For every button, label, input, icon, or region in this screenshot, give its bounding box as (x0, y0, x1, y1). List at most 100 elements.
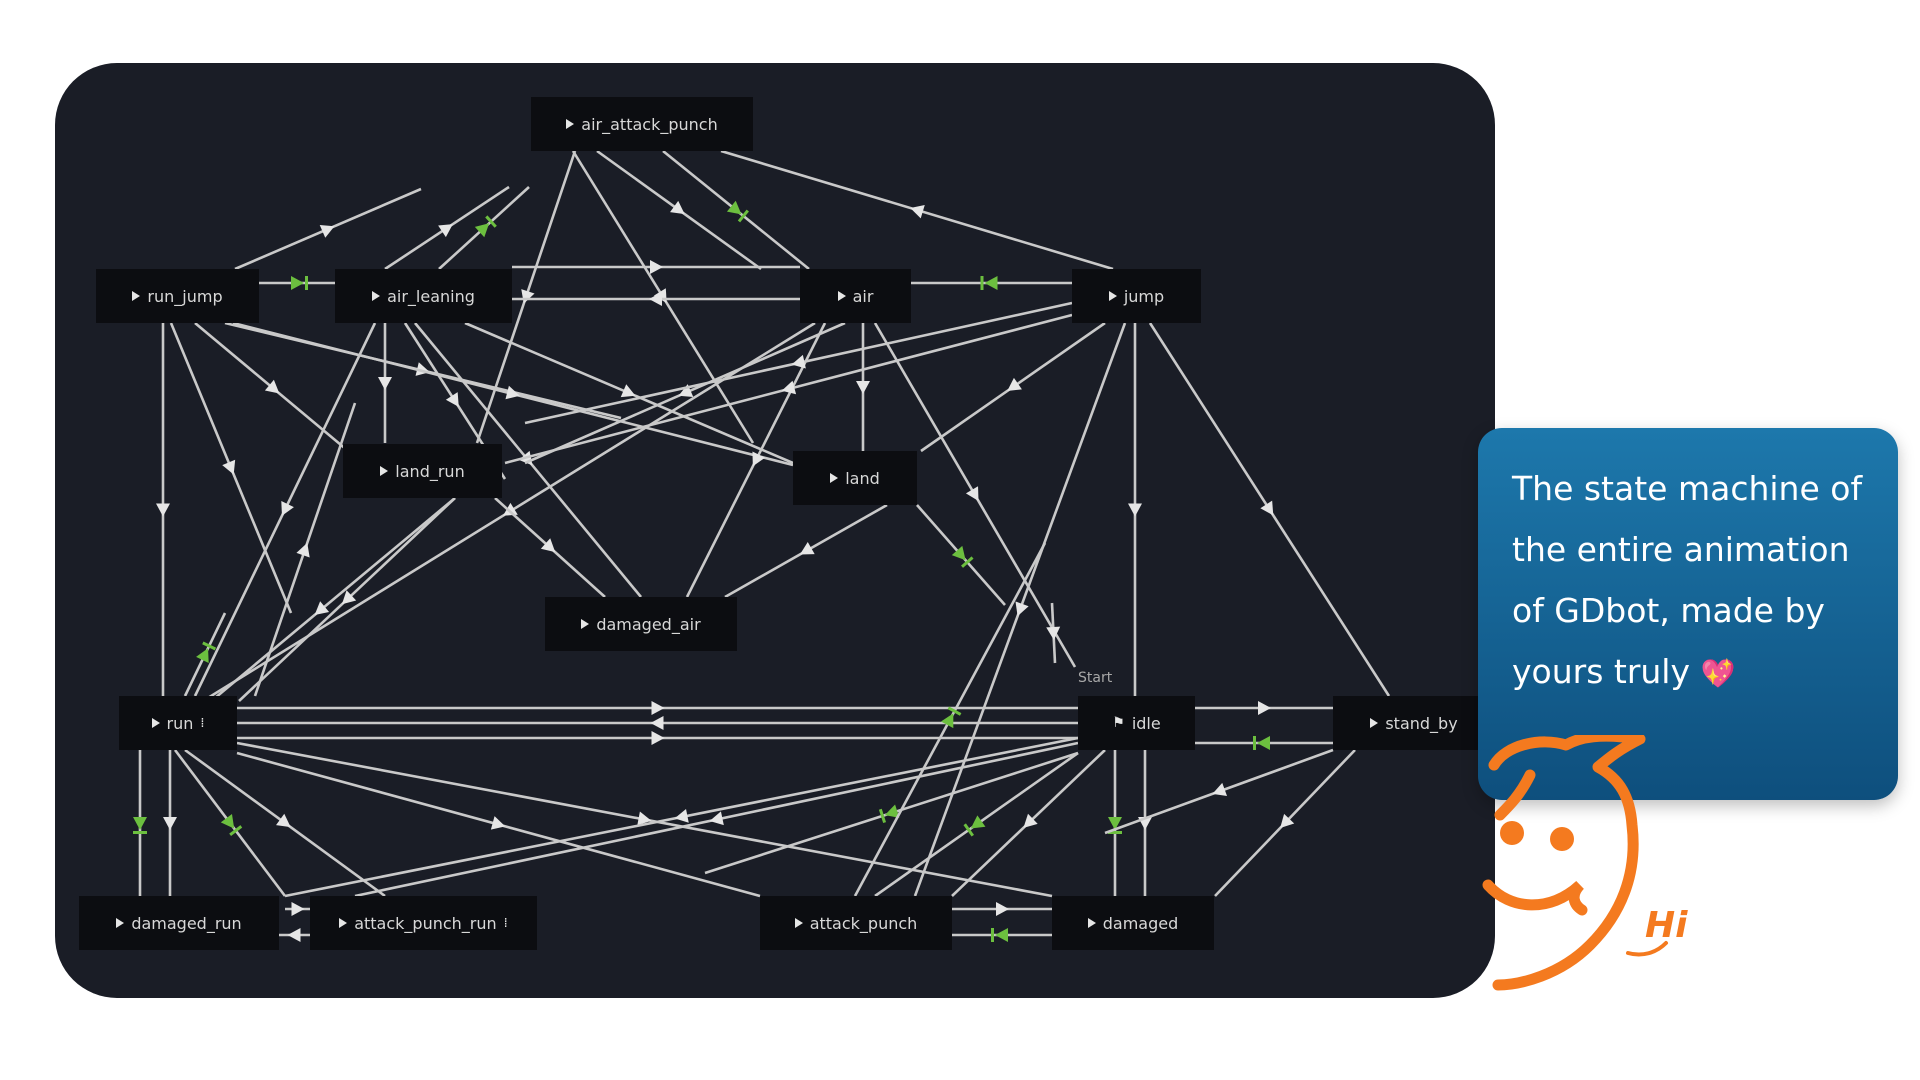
transition-arrow-icon (670, 200, 685, 215)
auto-transition-arrow-icon (220, 813, 243, 836)
transition-arrow-icon (678, 384, 694, 398)
caption-body: The state machine of the entire animatio… (1512, 469, 1863, 691)
node-attack_punch[interactable]: attack_punch (760, 896, 952, 950)
transition-arrow-icon (1023, 813, 1038, 828)
transition-arrow-icon (276, 813, 291, 828)
auto-transition-arrow-icon (980, 276, 998, 290)
play-icon (380, 466, 389, 476)
transition-arrow-icon (291, 902, 305, 916)
play-icon (372, 291, 381, 301)
node-label: air_attack_punch (581, 114, 718, 134)
auto-transition-arrow-icon (940, 706, 962, 729)
node-run_jump[interactable]: run_jump (96, 269, 259, 323)
node-jump[interactable]: jump (1072, 269, 1201, 323)
transition-arrow-icon (222, 459, 236, 475)
state-machine-panel: Start air_attack_punch run_jump air_lean… (55, 63, 1495, 998)
sparkling-heart-icon: 💖 (1700, 657, 1736, 690)
transition-arrow-icon (620, 384, 636, 398)
node-stand_by[interactable]: stand_by (1333, 696, 1495, 750)
mascot-eye-right (1550, 827, 1574, 851)
node-label: air_leaning (387, 286, 475, 306)
start-flag-icon: ⚑ (1112, 715, 1125, 731)
auto-transition-arrow-icon (133, 817, 147, 834)
script-icon: ⁞ (200, 715, 205, 731)
transition-arrow-icon (651, 731, 665, 745)
transition-arrow-icon (1007, 377, 1022, 391)
caption-text: The state machine of the entire animatio… (1512, 458, 1868, 704)
node-label: land_run (395, 461, 465, 481)
node-label: damaged_run (131, 913, 242, 933)
start-label: Start (1078, 670, 1113, 686)
auto-transition-arrow-icon (474, 215, 497, 238)
node-land[interactable]: land (793, 451, 917, 505)
auto-transition-arrow-icon (1253, 736, 1270, 750)
transition-arrow-icon (1258, 701, 1271, 715)
transition-edges (133, 149, 1391, 942)
node-air_attack_punch[interactable]: air_attack_punch (531, 97, 753, 151)
node-air_leaning[interactable]: air_leaning (335, 269, 512, 323)
node-damaged[interactable]: damaged (1052, 896, 1214, 950)
transition-arrow-icon (1280, 813, 1295, 829)
transition-arrow-icon (540, 538, 556, 553)
transition-arrow-icon (341, 590, 357, 605)
auto-transition-arrow-icon (726, 200, 749, 223)
node-damaged_run[interactable]: damaged_run (79, 896, 279, 950)
play-icon (581, 619, 590, 629)
transition-arrow-icon (709, 811, 724, 826)
transition-arrow-icon (156, 503, 170, 517)
transition-arrow-icon (163, 817, 177, 830)
play-icon (794, 918, 803, 928)
transition-arrow-icon (287, 928, 301, 942)
play-icon (566, 119, 575, 129)
auto-transition-arrow-icon (196, 641, 217, 663)
node-air[interactable]: air (800, 269, 911, 323)
transition-arrow-icon (445, 392, 459, 407)
transition-arrow-icon (319, 224, 335, 238)
mascot-greeting: Hi (1645, 905, 1688, 946)
transition-arrow-icon (1212, 782, 1228, 797)
node-attack_punch_run[interactable]: attack_punch_run⁞ (310, 896, 537, 950)
transition-arrow-icon (996, 902, 1009, 916)
transition-arrow-icon (752, 451, 765, 467)
play-icon (830, 473, 839, 483)
transition-arrow-icon (781, 380, 797, 395)
transition-arrow-icon (521, 289, 535, 304)
transition-arrow-icon (856, 381, 870, 394)
transition-arrow-icon (910, 205, 925, 219)
transition-arrow-icon (649, 292, 662, 306)
node-label: damaged_air (596, 614, 701, 634)
transition-arrow-icon (799, 541, 815, 555)
mascot-illustration: Hi (1482, 735, 1688, 991)
play-icon (151, 718, 160, 728)
node-label: idle (1131, 713, 1161, 733)
play-icon (132, 291, 141, 301)
transition-arrow-icon (378, 377, 392, 390)
play-icon (1108, 291, 1117, 301)
play-icon (116, 918, 125, 928)
transition-arrow-icon (314, 601, 330, 615)
transition-arrow-icon (505, 385, 520, 400)
node-label: run (166, 713, 194, 733)
script-icon: ⁞ (503, 915, 508, 931)
node-idle[interactable]: ⚑ idle (1078, 696, 1195, 750)
transition-arrow-icon (965, 486, 979, 502)
auto-transition-arrow-icon (291, 276, 308, 290)
node-run[interactable]: run ⁞ (119, 696, 237, 750)
play-icon (837, 291, 846, 301)
mascot-head (1488, 735, 1646, 991)
transition-arrow-icon (1046, 626, 1061, 640)
node-label: jump (1123, 286, 1165, 306)
play-icon (339, 918, 348, 928)
node-label: air (852, 286, 874, 306)
node-land_run[interactable]: land_run (343, 444, 502, 498)
transition-arrow-icon (650, 260, 663, 274)
transition-arrow-icon (438, 224, 453, 238)
node-damaged_air[interactable]: damaged_air (545, 597, 737, 651)
transition-arrow-icon (637, 811, 652, 826)
transition-arrow-icon (264, 379, 280, 394)
node-label: stand_by (1385, 713, 1458, 733)
state-machine-graph (133, 149, 1391, 942)
mascot-smile (1482, 879, 1588, 916)
play-icon (1370, 718, 1379, 728)
transition-arrow-icon (1260, 500, 1274, 516)
